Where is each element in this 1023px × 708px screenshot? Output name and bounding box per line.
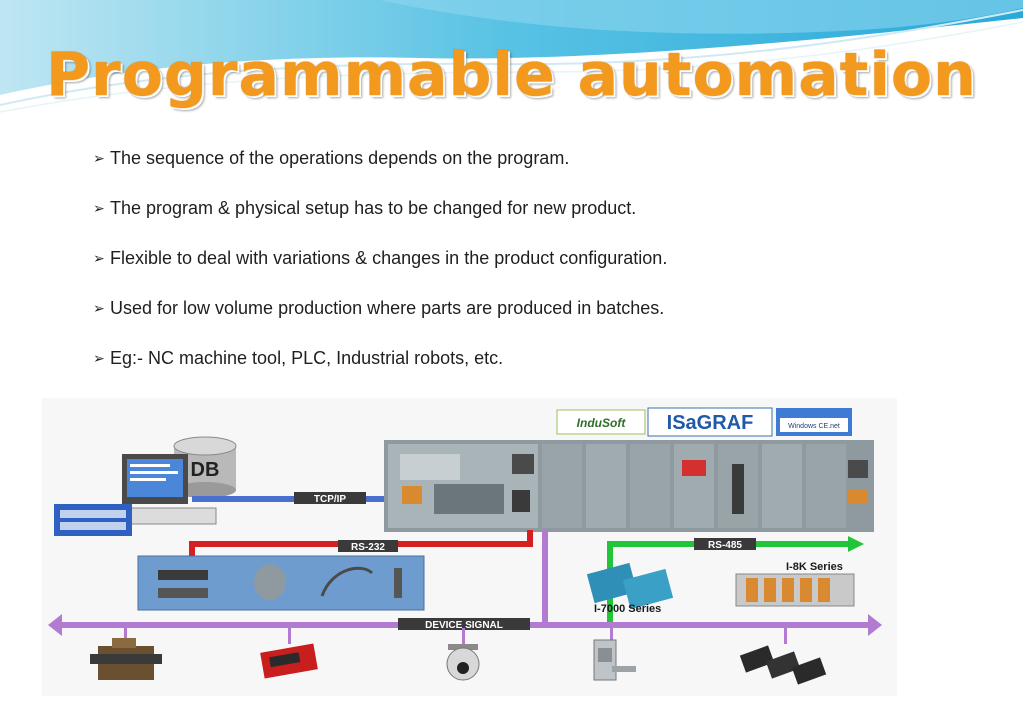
- wince-label: Windows CE.net: [788, 423, 840, 430]
- arrow-bullet-icon: ➢: [93, 350, 105, 366]
- rs485-arrow-icon: [848, 536, 864, 552]
- plc-rack: [384, 440, 874, 532]
- tcpip-bus: [192, 496, 384, 502]
- bullet-item: ➢ Eg:- NC machine tool, PLC, Industrial r…: [93, 346, 893, 396]
- device-bus-left-arrow-icon: [48, 614, 62, 636]
- rack-drop-line: [542, 530, 548, 622]
- indusoft-label: InduSoft: [577, 416, 627, 430]
- drop-line: [610, 628, 613, 644]
- drop-line: [288, 628, 291, 644]
- i8k-modules: I-8K Series: [735, 561, 855, 607]
- bullet-item: ➢ Used for low volume production where pa…: [93, 296, 893, 346]
- bullet-text: The sequence of the operations depends o…: [110, 148, 570, 168]
- drop-line: [124, 628, 127, 644]
- drop-line: [462, 628, 465, 644]
- bullet-list: ➢ The sequence of the operations depends …: [93, 146, 893, 396]
- pc-workstation-icon: [54, 454, 217, 536]
- bullet-item: ➢ The program & physical setup has to be …: [93, 196, 893, 246]
- device-signal-label: DEVICE SIGNAL: [425, 620, 503, 631]
- rs485-label: RS-485: [708, 540, 742, 551]
- valve-actuator-icon: [90, 638, 162, 680]
- bullet-text: The program & physical setup has to be c…: [110, 198, 637, 218]
- wince-logo: Windows CE.net: [776, 408, 852, 436]
- rs232-label: RS-232: [351, 542, 385, 553]
- tcpip-label: TCP/IP: [314, 494, 347, 505]
- isagraf-label: ISaGRAF: [667, 412, 754, 434]
- arrow-bullet-icon: ➢: [93, 300, 105, 316]
- isagraf-logo: ISaGRAF: [647, 407, 773, 437]
- serial-devices-panel: [137, 555, 425, 611]
- arrow-bullet-icon: ➢: [93, 250, 105, 266]
- device-bus-right-arrow-icon: [868, 614, 882, 636]
- db-label: DB: [191, 459, 220, 481]
- header-wave-decoration: [0, 0, 1023, 113]
- device-signal-label-box: [398, 618, 530, 630]
- bullet-text: Used for low volume production where par…: [110, 298, 665, 318]
- servo-motors-icon: [739, 645, 827, 685]
- arrow-bullet-icon: ➢: [93, 150, 105, 166]
- rs232-label-box: [338, 540, 398, 552]
- indusoft-logo: InduSoft: [556, 409, 646, 435]
- rs485-label-box: [694, 538, 756, 550]
- keypad-lock-icon: [593, 639, 636, 681]
- plc-network-diagram: InduSoft ISaGRAF Windows CE.net DB: [42, 398, 897, 696]
- bullet-text: Flexible to deal with variations & chang…: [110, 248, 668, 268]
- i8k-label: I-8K Series: [786, 561, 843, 573]
- bullet-item: ➢ Flexible to deal with variations & chan…: [93, 246, 893, 296]
- tcpip-label-box: [294, 492, 366, 504]
- security-camera-icon: [446, 644, 480, 681]
- bullet-item: ➢ The sequence of the operations depends …: [93, 146, 893, 196]
- arrow-bullet-icon: ➢: [93, 200, 105, 216]
- slide-title: Programmable automation: [46, 40, 977, 110]
- drop-line: [784, 628, 787, 644]
- i7000-label: I-7000 Series: [594, 603, 661, 615]
- i7000-modules: I-7000 Series: [586, 562, 674, 615]
- barcode-scanner-icon: [260, 643, 318, 679]
- bullet-text: Eg:- NC machine tool, PLC, Industrial ro…: [110, 348, 504, 368]
